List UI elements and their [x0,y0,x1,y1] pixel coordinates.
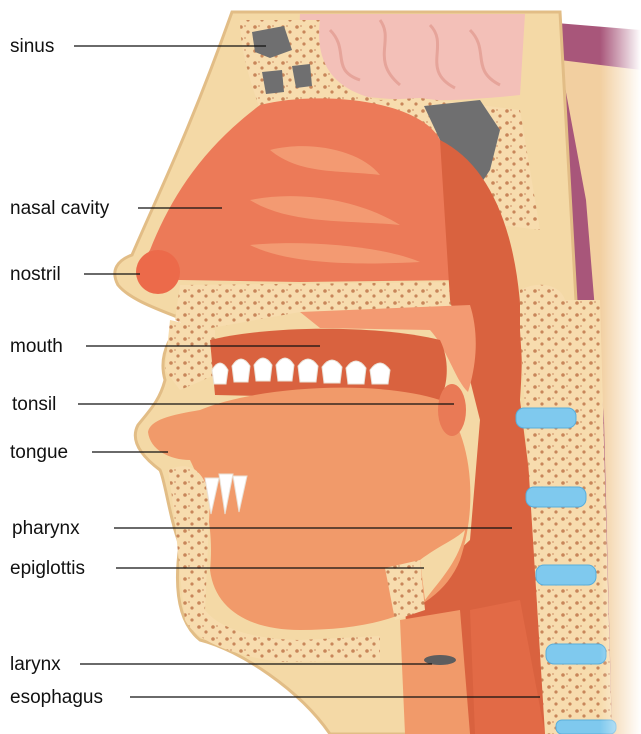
label-pharynx: pharynx [12,518,80,539]
label-esophagus: esophagus [10,687,103,708]
label-larynx: larynx [10,654,61,675]
label-sinus: sinus [10,36,54,57]
label-nasal-cavity: nasal cavity [10,198,110,219]
label-nostril: nostril [10,264,61,285]
larynx-tube [400,610,470,734]
label-tonsil: tonsil [12,394,56,415]
nostril-shape [136,250,180,294]
tonsil-shape [438,384,466,436]
label-group: sinus nasal cavity nostril mouth tonsil … [10,36,110,708]
label-tongue: tongue [10,442,68,463]
edge-fade [600,0,641,734]
label-mouth: mouth [10,336,63,357]
label-epiglottis: epiglottis [10,558,85,579]
